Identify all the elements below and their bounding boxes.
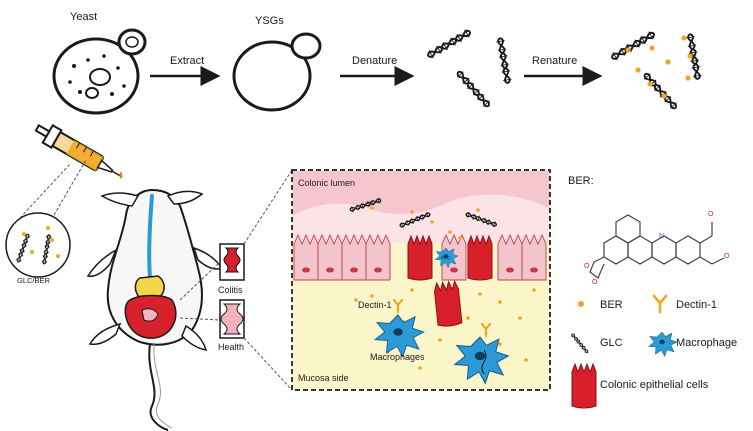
ber-drop-icon xyxy=(119,171,123,179)
macrophages-label: Macrophages xyxy=(370,352,425,362)
dectin-receptor-icon xyxy=(652,294,668,314)
renatured-glc-ber xyxy=(608,28,704,112)
glc-tag-label: GLC xyxy=(441,255,451,260)
ber-structure-title: BER: xyxy=(568,175,594,187)
syringe-icon xyxy=(34,123,123,178)
ber-dot-icon xyxy=(578,301,584,307)
mucosa-label: Mucosa side xyxy=(298,373,349,383)
legend-macrophage: Macrophage xyxy=(676,337,737,349)
macrophage-icon xyxy=(648,331,678,357)
berberine-structure xyxy=(589,214,725,279)
dectin-panel-label: Dectin-1 xyxy=(358,300,392,310)
denatured-glc-strands xyxy=(424,26,514,110)
legend-glc: GLC xyxy=(600,337,623,349)
colitis-label: Colitis xyxy=(218,285,243,295)
renature-label: Renature xyxy=(532,55,577,67)
yeast-cell xyxy=(52,28,147,115)
health-colon-box xyxy=(219,299,245,339)
extract-label: Extract xyxy=(170,55,204,67)
oxygen-atom-2: O xyxy=(724,253,730,260)
lumen-label: Colonic lumen xyxy=(298,178,355,188)
glc-ber-inset xyxy=(5,212,71,278)
oxygen-atom-3: O xyxy=(584,263,590,270)
inset-label: GLC/BER xyxy=(17,276,51,285)
nitrogen-atom: N xyxy=(659,233,664,240)
legend-ber: BER xyxy=(600,299,623,311)
oxygen-atom-1: O xyxy=(708,211,714,218)
legend: BER Dectin-1 GLC Macrophage Colonic epit… xyxy=(569,294,737,409)
health-label: Health xyxy=(218,342,244,352)
yeast-label: Yeast xyxy=(70,11,97,23)
legend-dectin: Dectin-1 xyxy=(676,299,717,311)
denature-label: Denature xyxy=(352,55,397,67)
oxygen-atom-4: O xyxy=(592,279,598,286)
ysg-shell xyxy=(232,32,322,112)
epithelial-cell-icon xyxy=(571,363,597,409)
legend-epithelial: Colonic epithelial cells xyxy=(600,379,709,391)
ysgs-label: YSGs xyxy=(255,15,284,27)
colitis-colon-box xyxy=(219,243,245,281)
glc-helix-icon xyxy=(569,332,590,355)
mouse-illustration xyxy=(86,188,224,431)
